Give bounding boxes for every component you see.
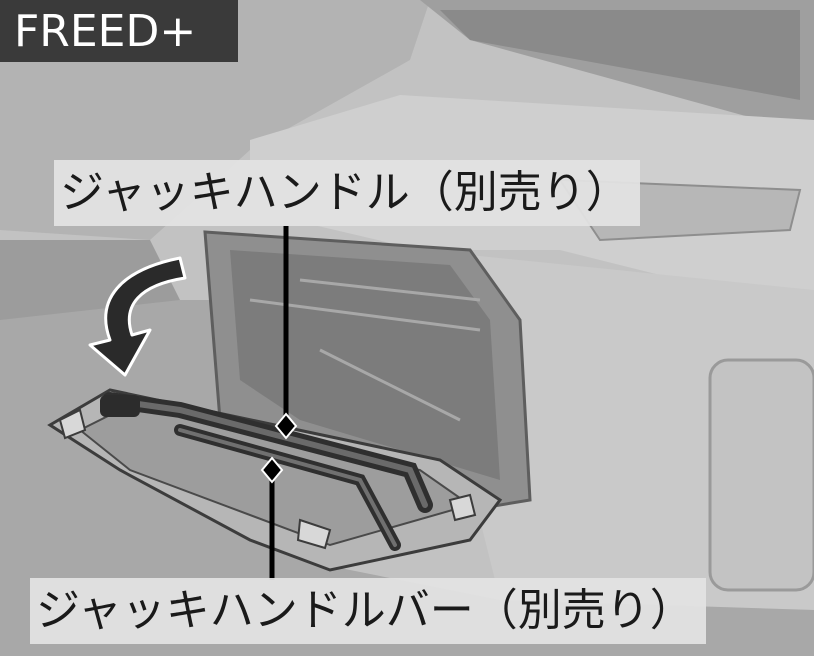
window-glass xyxy=(440,10,800,100)
panel-pocket xyxy=(708,358,814,592)
callout-diamond-icon xyxy=(260,456,284,484)
cargo-floor xyxy=(0,300,814,656)
model-badge-text: FREED+ xyxy=(14,6,197,57)
callout-jack-handle: ジャッキハンドル（別売り） xyxy=(54,160,640,226)
callout-diamond-icon xyxy=(274,412,298,440)
model-badge: FREED+ xyxy=(0,0,238,62)
jack-handle-highlight xyxy=(107,397,428,508)
callout-jack-handle-bar: ジャッキハンドルバー（別売り） xyxy=(30,578,706,644)
jack-handle-bar-highlight xyxy=(178,428,397,547)
handle-grip xyxy=(100,395,140,417)
tray-clips xyxy=(58,408,477,550)
rotation-arrow-icon xyxy=(88,256,187,377)
